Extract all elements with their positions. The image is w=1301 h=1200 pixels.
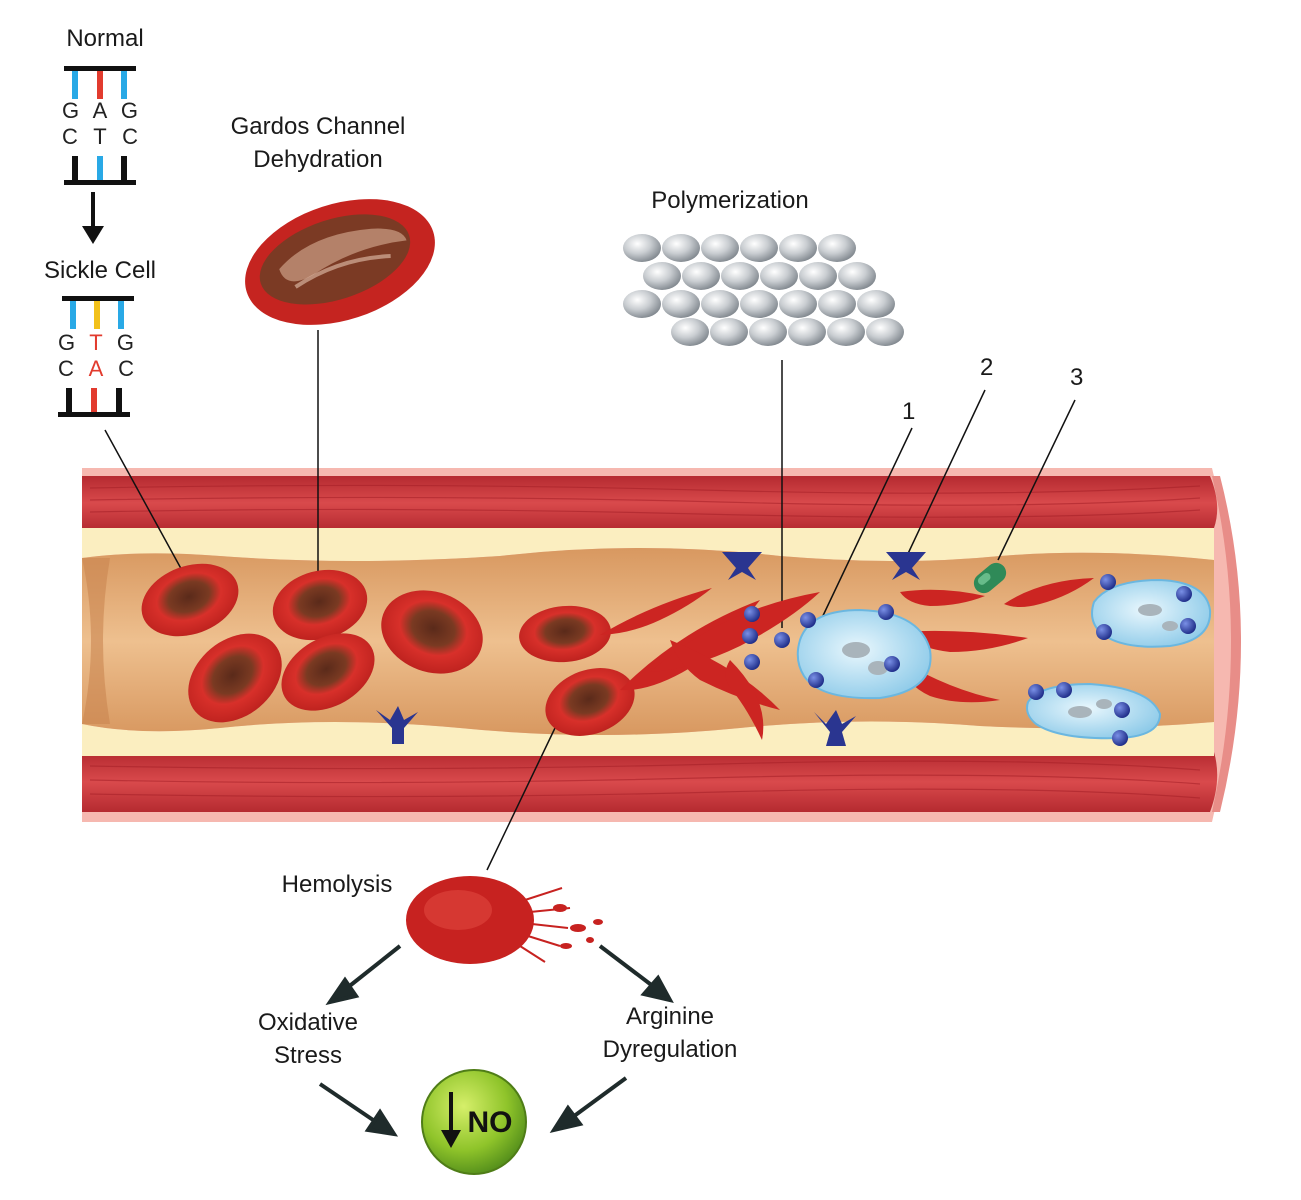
label-gardos-channel: Gardos Channel Dehydration [208, 110, 428, 176]
base: G [58, 330, 76, 355]
adhesion-dot [744, 654, 760, 670]
platelet-cell [973, 562, 1007, 594]
label-line: Dyregulation [602, 1036, 738, 1063]
polymer-sphere [623, 290, 661, 318]
polymer-sphere [788, 318, 826, 346]
polymer-sphere [710, 318, 748, 346]
dna-normal-strands [64, 66, 136, 185]
adhesion-dots [742, 574, 1196, 746]
polymer-sphere [857, 290, 895, 318]
polymer-sphere [740, 290, 778, 318]
polymer-sphere [643, 262, 681, 290]
mutation-arrow [82, 192, 104, 244]
adhesion-dot [742, 628, 758, 644]
callout-2: 2 [980, 354, 994, 381]
label-line: Arginine [625, 1003, 715, 1030]
adhesion-dot [808, 672, 824, 688]
label-hemolysis: Hemolysis [281, 871, 393, 898]
adhesion-dot [884, 656, 900, 672]
base: C [62, 124, 78, 149]
polymer-sphere [701, 234, 739, 262]
adhesion-dot [1112, 730, 1128, 746]
leader-lines [104, 330, 1076, 871]
sickle-rbc [600, 578, 1094, 740]
adhesion-receptor [376, 552, 926, 746]
no-badge-text: NO [468, 1106, 513, 1139]
base: T [93, 124, 107, 149]
mutated-base: T [89, 330, 103, 355]
adhesion-dot [1114, 702, 1130, 718]
polymer-sphere [827, 318, 865, 346]
dna-normal-bases: G A G C T C [62, 98, 138, 158]
polymer-sphere [818, 234, 856, 262]
polymer-sphere [662, 234, 700, 262]
polymer-sphere [682, 262, 720, 290]
label-normal: Normal [66, 25, 144, 52]
base: C [122, 124, 138, 149]
adhesion-dot [774, 632, 790, 648]
polymer-sphere [749, 318, 787, 346]
flow-arrows [318, 944, 674, 1137]
base: C [58, 356, 74, 381]
polymer-sphere [838, 262, 876, 290]
callout-1: 1 [902, 398, 916, 425]
label-oxidative-stress: Oxidative Stress [228, 1006, 388, 1072]
adhesion-dot [878, 604, 894, 620]
polymer-sphere [740, 234, 778, 262]
adhesion-dot [1028, 684, 1044, 700]
adhesion-dot [744, 606, 760, 622]
adhesion-dot [800, 612, 816, 628]
polymer-sphere [779, 234, 817, 262]
adhesion-dot [1176, 586, 1192, 602]
polymer-sphere [760, 262, 798, 290]
label-polymerization: Polymerization [651, 187, 809, 214]
polymer-sphere [866, 318, 904, 346]
hemoglobin-polymer [623, 234, 904, 346]
dna-sickle-strands [58, 296, 134, 417]
hemolysis-rbc [406, 876, 603, 964]
base: G [62, 98, 80, 123]
nitric-oxide-badge: NO [421, 1069, 527, 1175]
dna-sickle-bases: G T G C A C [58, 330, 134, 390]
polymer-sphere [671, 318, 709, 346]
label-line: Stress [273, 1042, 342, 1069]
normal-rbc [141, 563, 635, 736]
polymer-sphere [779, 290, 817, 318]
mutated-base: A [88, 356, 104, 381]
polymer-sphere [623, 234, 661, 262]
label-line: Dehydration [253, 146, 383, 173]
adhesion-dot [1096, 624, 1112, 640]
label-arginine-dysregulation: Arginine Dyregulation [580, 1000, 760, 1066]
base: G [116, 330, 134, 355]
polymer-sphere [721, 262, 759, 290]
adhesion-dot [1100, 574, 1116, 590]
base: C [118, 356, 134, 381]
adhesion-dot [1056, 682, 1072, 698]
polymer-sphere [818, 290, 856, 318]
label-line: Gardos Channel [230, 113, 406, 140]
label-line: Oxidative [257, 1009, 359, 1036]
polymer-sphere [701, 290, 739, 318]
polymer-sphere [662, 290, 700, 318]
dehydrated-rbc [245, 199, 435, 325]
callout-3: 3 [1070, 364, 1084, 391]
leukocyte [796, 578, 1212, 740]
polymer-sphere [799, 262, 837, 290]
label-sickle-cell: Sickle Cell [43, 257, 157, 284]
base: G [120, 98, 138, 123]
base: A [92, 98, 108, 123]
adhesion-dot [1180, 618, 1196, 634]
